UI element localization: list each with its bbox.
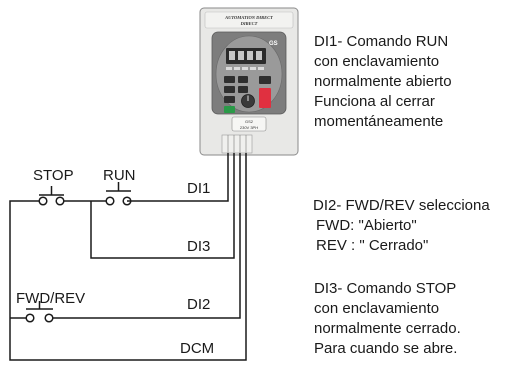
drive-model-text: GS2 [245, 119, 254, 124]
drive-brand-subtext: DIRECT [240, 21, 258, 26]
wire-di3 [90, 153, 235, 259]
terminal-label-dcm: DCM [180, 340, 214, 357]
display-key[interactable] [224, 86, 235, 93]
di1-desc-line: normalmente abierto [314, 73, 452, 90]
stop-switch [23, 186, 68, 206]
fwdrev-switch [23, 301, 56, 323]
terminal-label-di1: DI1 [187, 180, 210, 197]
fwd-rev-key[interactable] [259, 76, 271, 84]
wire-di1 [127, 153, 229, 202]
vfd-drive: AUTOMATION DIRECT DIRECT GS [199, 7, 299, 156]
di1-description: DI1- Comando RUN con enclavamiento norma… [314, 32, 452, 132]
indicator-row [226, 67, 264, 70]
di1-desc-line: Funciona al cerrar [314, 93, 435, 110]
di3-desc-line: normalmente cerrado. [314, 320, 461, 337]
run-switch [103, 182, 132, 206]
di1-desc-line: DI1- Comando RUN [314, 33, 449, 50]
di3-description: DI3- Comando STOP con enclavamiento norm… [314, 279, 461, 359]
drive-brand-text: AUTOMATION DIRECT [224, 15, 273, 20]
drive-logo: GS [269, 41, 278, 47]
prgm-key[interactable] [224, 76, 235, 83]
down-key[interactable] [238, 86, 248, 93]
display-digits [229, 51, 262, 60]
enter-key[interactable] [224, 96, 235, 103]
drive-label-plate [231, 116, 267, 132]
drive-voltage-text: 230V 3PH [240, 125, 258, 130]
wire-dcm [9, 153, 247, 361]
di2-desc-line: DI2- FWD/REV selecciona [313, 197, 490, 214]
di1-desc-line: con enclavamiento [314, 53, 440, 70]
di3-desc-line: Para cuando se abre. [314, 340, 458, 357]
stop-key[interactable] [259, 88, 271, 108]
di3-desc-line: con enclavamiento [314, 300, 440, 317]
terminal-strip [221, 134, 253, 154]
terminal-label-di2: DI2 [187, 296, 210, 313]
wiring [9, 153, 247, 361]
stop-label: STOP [33, 167, 74, 184]
di2-description: DI2- FWD/REV selecciona FWD: "Abierto" R… [313, 196, 490, 256]
up-key[interactable] [238, 76, 248, 83]
di3-desc-line: DI3- Comando STOP [314, 280, 457, 297]
di2-desc-line: FWD: "Abierto" [316, 217, 417, 234]
di1-desc-line: momentáneamente [314, 113, 444, 130]
run-label: RUN [103, 167, 136, 184]
di2-desc-line: REV : " Cerrado" [316, 237, 429, 254]
wire-di2 [56, 153, 241, 319]
terminal-label-di3: DI3 [187, 238, 210, 255]
run-key[interactable] [224, 106, 235, 113]
fwdrev-label: FWD/REV [16, 290, 85, 307]
